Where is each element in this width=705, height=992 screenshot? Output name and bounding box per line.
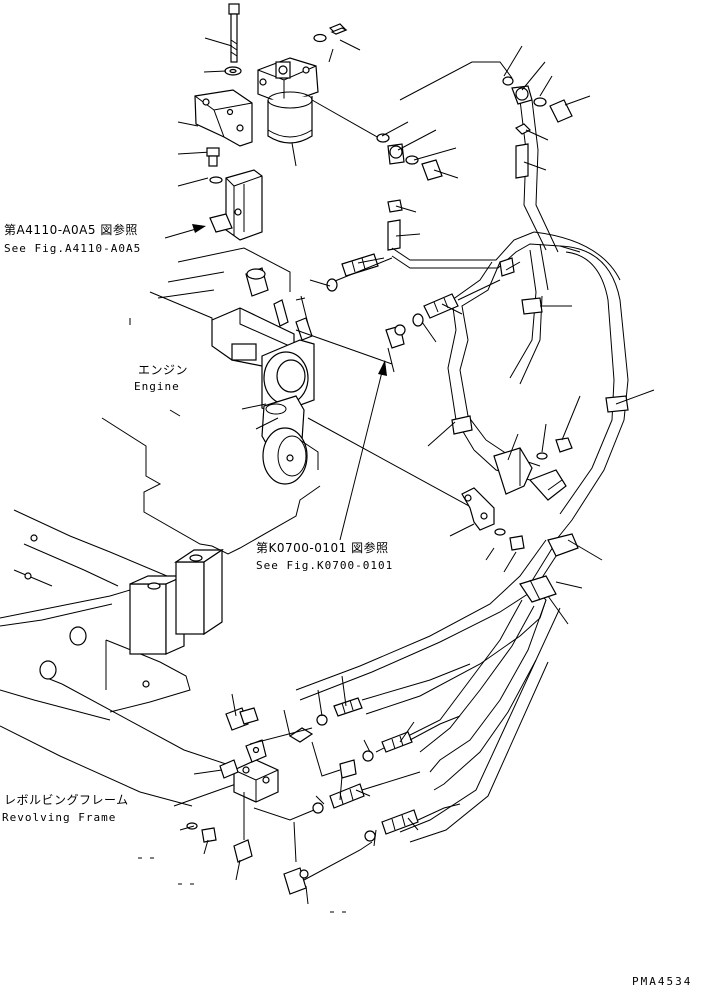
pipe-bracket xyxy=(449,487,495,537)
leader-lines-bottom xyxy=(138,675,419,913)
stud-bolt xyxy=(206,147,220,167)
mount-bracket xyxy=(209,169,263,241)
top-bolt xyxy=(228,3,240,63)
filter-bracket xyxy=(194,89,253,147)
small-washer xyxy=(209,176,223,184)
ref-k-en-label: See Fig.K0700-0101 xyxy=(256,559,393,572)
hose-bolt-washer xyxy=(536,437,573,460)
frame-jp-label: レボルビングフレーム xyxy=(4,793,129,807)
drawing-code: PMA4534 xyxy=(632,975,692,988)
ref-a-en-label: See Fig.A4110-A0A5 xyxy=(4,242,141,255)
engine-en-label: Engine xyxy=(134,380,180,393)
filter-bolt-washer xyxy=(313,23,348,43)
engine-body xyxy=(101,318,321,555)
bottom-hoses xyxy=(312,697,419,842)
engine-jp-label: エンジン xyxy=(138,363,188,377)
fuel-filter xyxy=(257,57,319,144)
rubber-hoses-mid xyxy=(326,253,501,373)
frame-en-label: Revolving Frame xyxy=(2,811,116,824)
revolving-frame xyxy=(0,509,237,807)
elbow-fittings xyxy=(225,707,357,895)
hose-clamps xyxy=(451,257,629,501)
ref-k-jp-label: 第K0700-0101 図参照 xyxy=(256,540,389,555)
top-washer xyxy=(224,66,242,76)
leader-lines-mid xyxy=(295,257,481,513)
block-joint xyxy=(219,739,297,863)
hose-main-loop xyxy=(391,231,629,541)
arrow-ref-a xyxy=(164,224,206,239)
engine-pulley xyxy=(261,339,319,485)
leader-lines-fittings xyxy=(381,45,591,237)
leader-lines-hose xyxy=(427,261,655,491)
bracket-bolt xyxy=(485,528,525,573)
arrow-ref-k xyxy=(339,360,387,541)
bottom-pipes xyxy=(249,663,471,881)
ref-a-jp-label: 第A4110-A0A5 図参照 xyxy=(4,222,138,237)
banjo-fittings xyxy=(376,76,573,251)
hose-bundle xyxy=(295,533,603,843)
leader-lines-top xyxy=(177,37,361,187)
bottom-bolt-washer xyxy=(186,822,217,843)
